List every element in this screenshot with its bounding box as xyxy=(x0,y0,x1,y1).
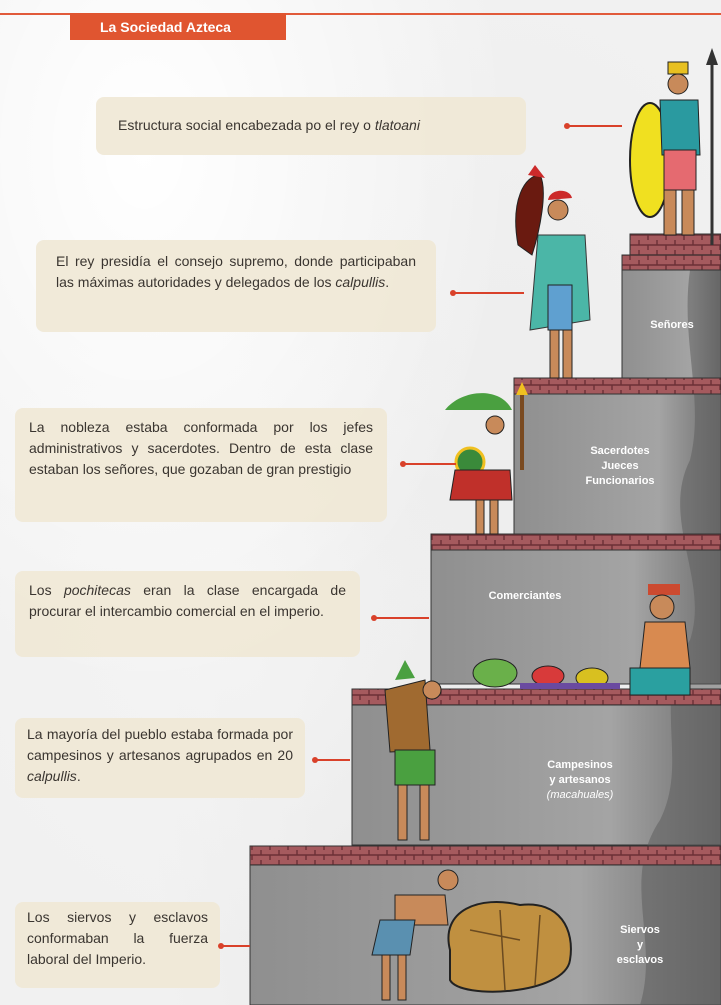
tier-label-senores: Señores xyxy=(650,319,694,331)
comerciante-figure xyxy=(472,584,691,696)
connector-rey xyxy=(452,292,524,294)
info-box-tlatoani: Estructura social encabezada po el rey o… xyxy=(96,97,526,155)
tier-label-sacerdotes: Sacerdotes Jueces Funcionarios xyxy=(585,445,655,487)
noble-figure xyxy=(445,382,528,535)
info-box-pochtecas: Los pochitecas eran la clase encargada d… xyxy=(15,571,360,657)
tlatoani-figure xyxy=(629,48,718,245)
tier-label-comerciantes: Comerciantes xyxy=(488,590,562,602)
page-title: La Sociedad Azteca xyxy=(70,13,286,40)
connector-pueblo xyxy=(314,759,350,761)
connector-nobleza xyxy=(402,463,456,465)
ledge-comerciantes xyxy=(430,533,721,551)
info-box-siervos: Los siervos y esclavos conformaban la fu… xyxy=(15,902,220,988)
ledge-sacerdotes xyxy=(513,377,721,395)
connector-siervos xyxy=(220,945,250,947)
campesino-figure xyxy=(384,660,442,841)
info-box-rey: El rey presidía el consejo supremo, dond… xyxy=(36,240,436,332)
ledge-siervos xyxy=(249,845,721,866)
rey-figure xyxy=(515,165,591,379)
info-box-pueblo: La mayoría del pueblo estaba formada por… xyxy=(15,718,305,798)
siervo-figure xyxy=(371,869,572,1001)
tier-label-siervos: Siervos y esclavos xyxy=(616,924,664,966)
connector-pochtecas xyxy=(373,617,429,619)
ledge-senores xyxy=(621,254,721,271)
tier-label-campesinos: Campesinos y artesanos (macahuales) xyxy=(546,759,614,801)
header-rule xyxy=(0,13,721,15)
info-box-nobleza: La nobleza estaba conformada por los jef… xyxy=(15,408,387,522)
connector-tlatoani xyxy=(566,125,622,127)
